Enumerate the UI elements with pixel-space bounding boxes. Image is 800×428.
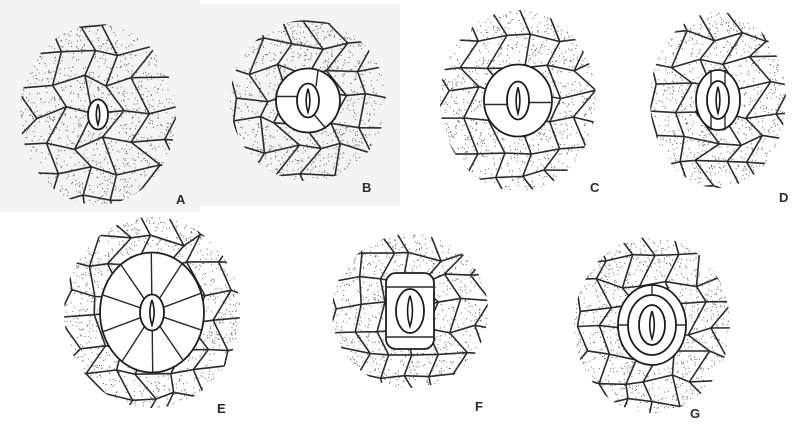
panel-label-d: D [779, 190, 788, 205]
panel-label-b: B [362, 180, 371, 195]
panel-label-e: E [217, 401, 226, 416]
stoma-panel-c [438, 8, 598, 193]
panel-label-c: C [590, 180, 599, 195]
stoma-d [696, 70, 740, 130]
stoma-g [618, 285, 686, 365]
stoma-c [484, 65, 552, 137]
stoma-panel-f [330, 232, 490, 390]
stoma-panel-b [228, 18, 388, 183]
stoma-panel-e [62, 215, 242, 410]
panel-label-g: G [690, 406, 700, 421]
stoma-e [100, 253, 204, 373]
stoma-f [386, 273, 434, 349]
panel-label-a: A [176, 192, 185, 207]
stoma-b [276, 69, 340, 133]
panel-label-f: F [475, 399, 483, 414]
stoma-a [88, 100, 108, 130]
stoma-panel-d [648, 10, 788, 190]
stoma-panel-a [18, 22, 178, 207]
stoma-panel-g [572, 235, 732, 415]
